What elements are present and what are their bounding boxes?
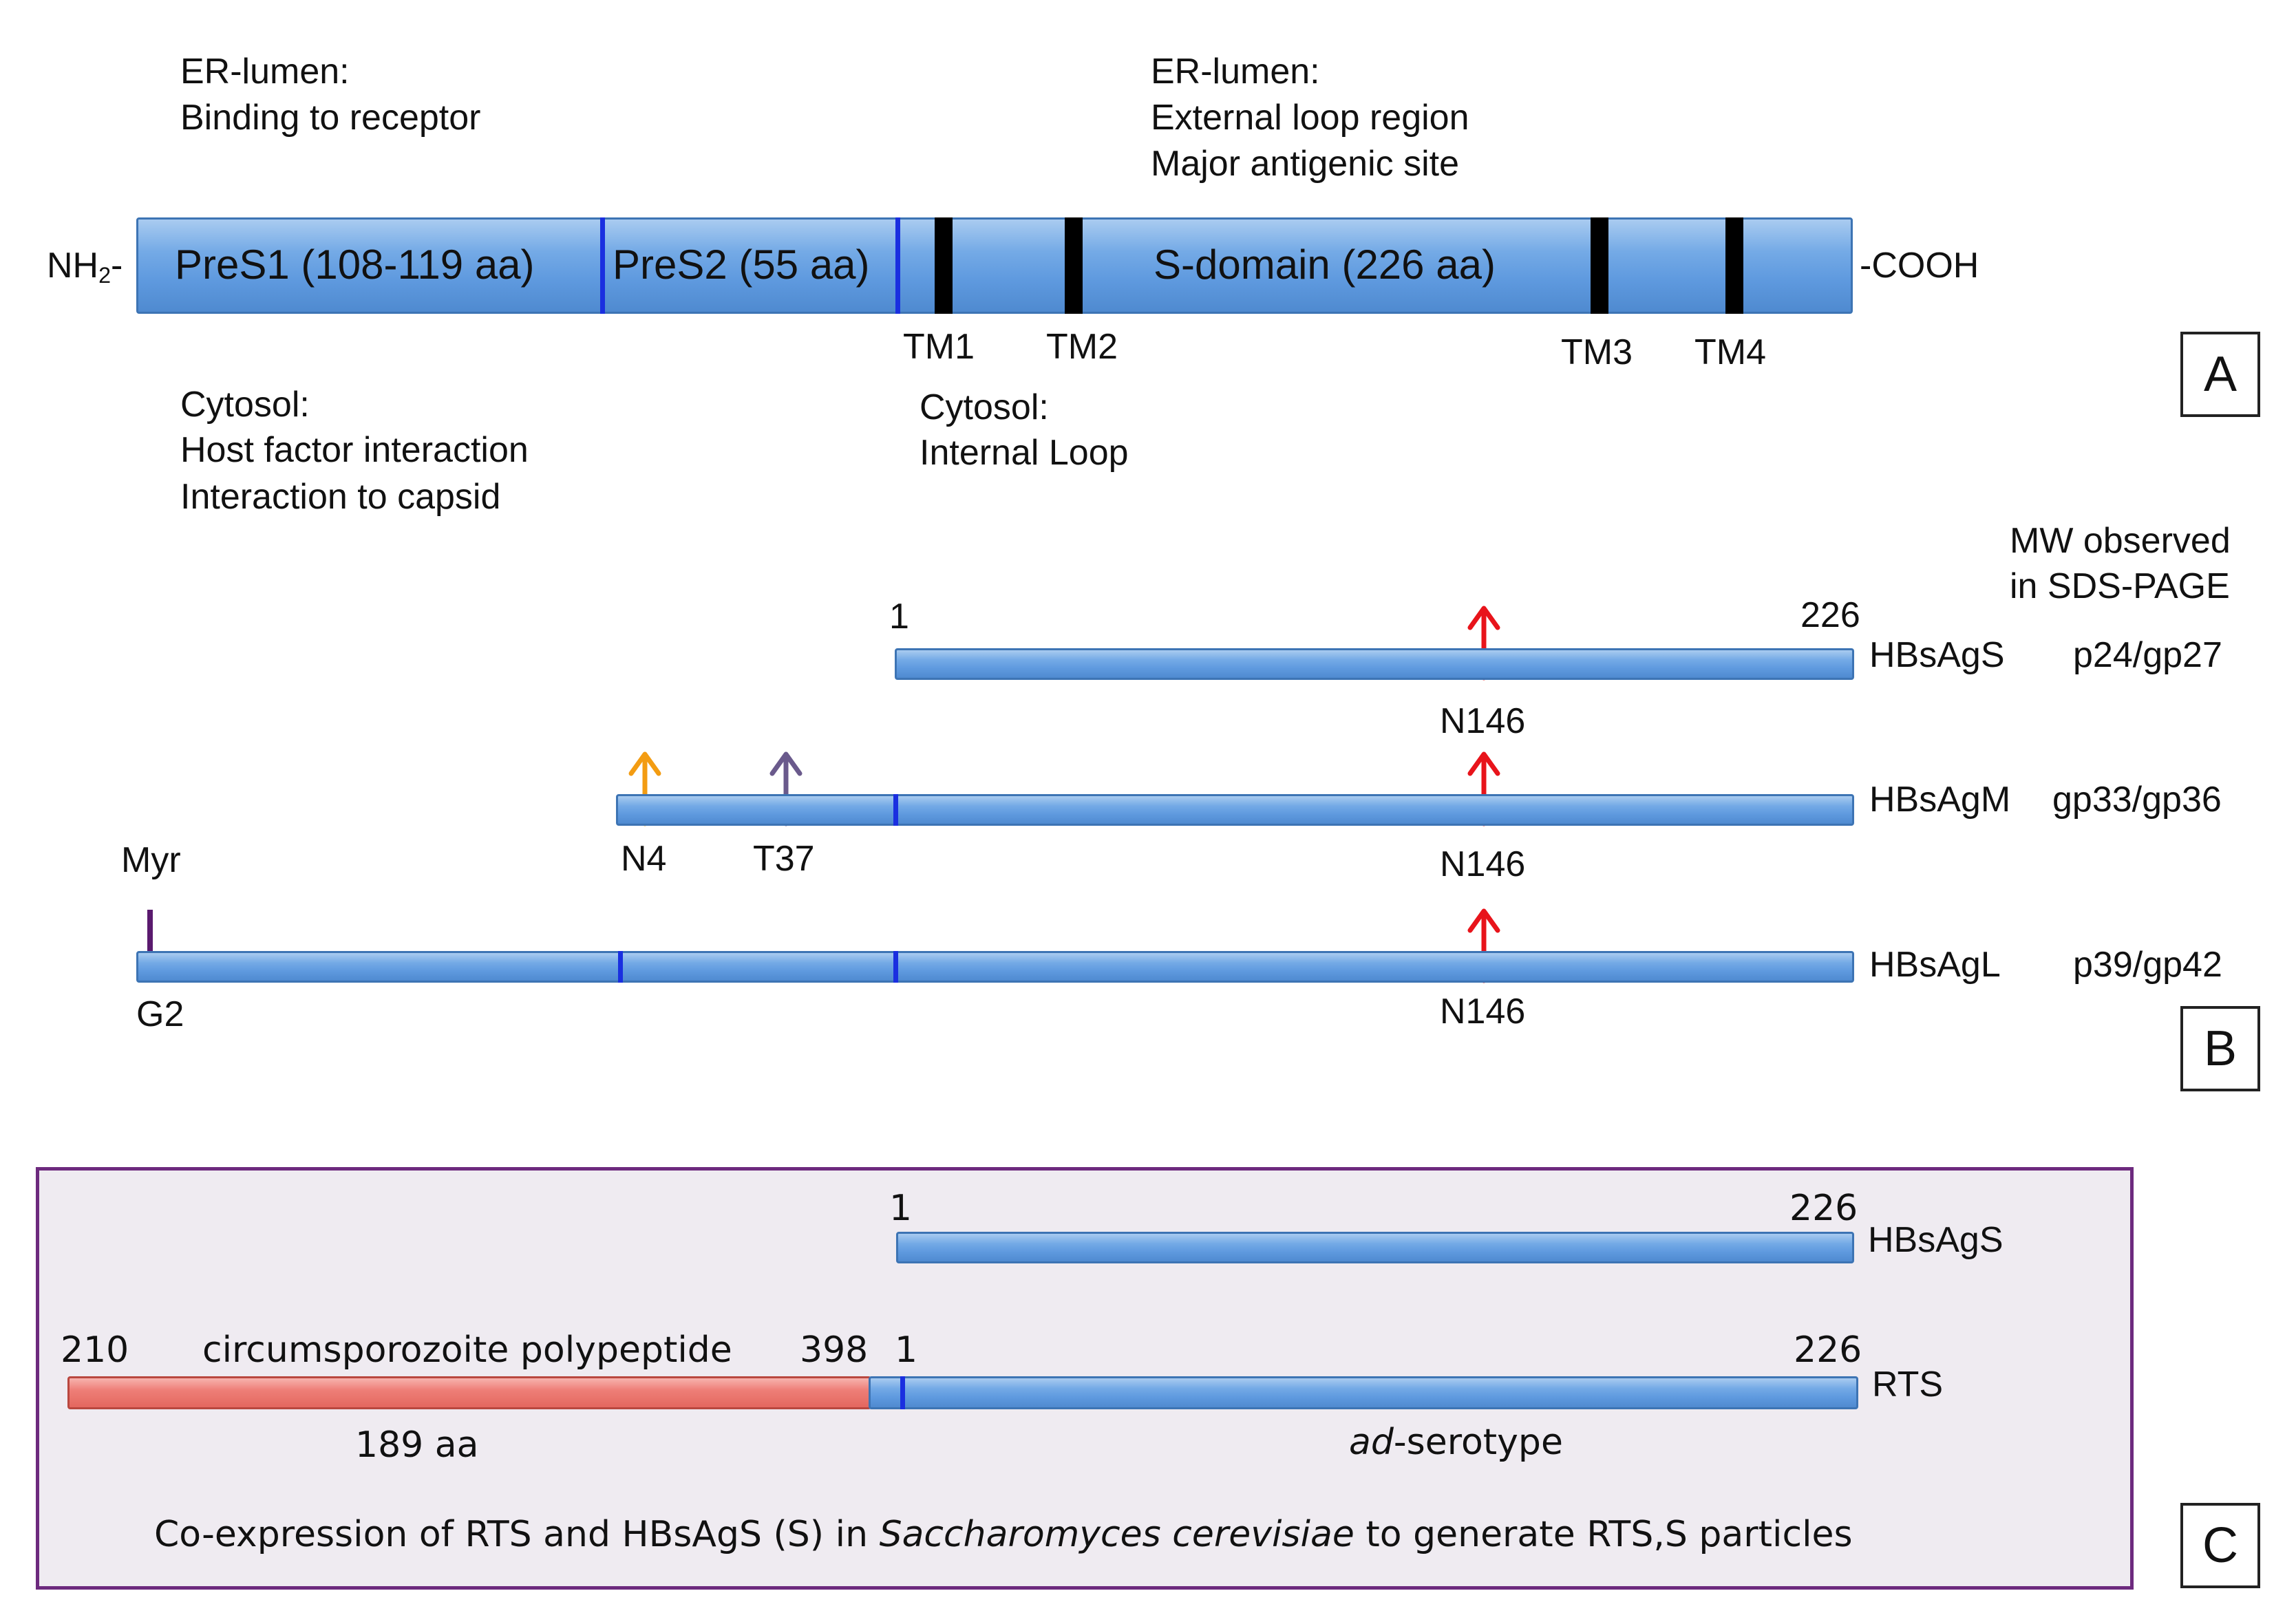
hbsagl-name: HBsAgL: [1869, 945, 2001, 985]
t37-label: T37: [753, 839, 815, 879]
cs-start-label: 210: [61, 1329, 129, 1371]
er-lumen-right-line1: ER-lumen:: [1151, 52, 1320, 92]
tm4-segment: [1725, 217, 1743, 314]
hbsags-c-start: 1: [889, 1188, 913, 1229]
er-lumen-right-line3: Major antigenic site: [1151, 144, 1459, 184]
tm1-segment: [935, 217, 953, 314]
tm2-label: TM2: [1046, 327, 1118, 367]
domain-s: S-domain (226 aa): [1154, 242, 1496, 288]
n146-label-s: N146: [1440, 701, 1526, 741]
nh2-label: NH2-: [47, 246, 123, 288]
domain-pres1: PreS1 (108-119 aa): [175, 242, 535, 288]
hbsagl-bar: [136, 951, 1854, 983]
cs-end-label: 398: [800, 1329, 869, 1371]
hbsags-start-label: 1: [889, 597, 909, 637]
panel-c-caption: Co-expression of RTS and HBsAgS (S) in S…: [154, 1514, 1853, 1555]
er-lumen-left-line1: ER-lumen:: [180, 52, 350, 92]
rts-s-start-label: 1: [895, 1329, 918, 1371]
panel-b-arrows: [147, 606, 1500, 983]
g2-label: G2: [136, 994, 184, 1034]
hbsags-c-bar: [896, 1232, 1854, 1263]
pres1-pres2-divider: [600, 217, 605, 314]
cs-polypeptide-label: circumsporozoite polypeptide: [202, 1329, 732, 1371]
mw-header-line2: in SDS-PAGE: [2010, 566, 2230, 606]
hbsags-end-label: 226: [1800, 595, 1860, 635]
hbsags-name: HBsAgS: [1869, 635, 2005, 675]
pres2-s-divider: [895, 217, 900, 314]
cytosol-right-line2: Internal Loop: [920, 433, 1129, 473]
tm3-segment: [1591, 217, 1608, 314]
cytosol-left-line3: Interaction to capsid: [180, 477, 501, 517]
hbsagm-name: HBsAgM: [1869, 780, 2011, 820]
hbsags-c-name: HBsAgS: [1868, 1220, 2004, 1260]
er-lumen-left-line2: Binding to receptor: [180, 98, 481, 138]
cytosol-left-line2: Host factor interaction: [180, 430, 529, 470]
myr-label: Myr: [121, 840, 181, 880]
hbsags-bar: [895, 648, 1854, 680]
hbsagl-divider-2: [893, 951, 898, 983]
rts-name: RTS: [1872, 1365, 1944, 1404]
hbsagm-divider: [893, 794, 898, 826]
panel-letter-b: B: [2180, 1006, 2260, 1091]
mw-header-line1: MW observed: [2010, 521, 2231, 561]
hbsagl-divider-1: [618, 951, 623, 983]
tm3-label: TM3: [1561, 332, 1633, 372]
er-lumen-right-line2: External loop region: [1151, 98, 1469, 138]
cs-polypeptide-bar: [67, 1376, 871, 1409]
domain-pres2: PreS2 (55 aa): [613, 242, 870, 288]
cooh-label: -COOH: [1860, 246, 1979, 286]
tm4-label: TM4: [1694, 332, 1766, 372]
tm2-segment: [1065, 217, 1083, 314]
panel-letter-a: A: [2180, 332, 2260, 417]
hbsagm-bar: [616, 794, 1854, 826]
hbsags-mw: p24/gp27: [2073, 635, 2222, 675]
hbsagm-mw: gp33/gp36: [2052, 780, 2222, 820]
n146-label-m: N146: [1440, 844, 1526, 884]
cs-length-label: 189 aa: [355, 1424, 479, 1466]
rts-s-bar: [869, 1376, 1858, 1409]
serotype-label: ad-serotype: [1349, 1422, 1563, 1463]
hbsags-c-end: 226: [1789, 1188, 1858, 1229]
panel-letter-c: C: [2180, 1503, 2260, 1588]
cytosol-right-line1: Cytosol:: [920, 387, 1049, 427]
n146-label-l: N146: [1440, 992, 1526, 1032]
protein-domain-bar: [136, 217, 1853, 314]
n4-label: N4: [621, 839, 667, 879]
rts-divider: [900, 1376, 905, 1409]
rts-end-label: 226: [1794, 1329, 1862, 1371]
hbsagl-mw: p39/gp42: [2073, 945, 2222, 985]
cytosol-left-line1: Cytosol:: [180, 385, 310, 425]
tm1-label: TM1: [903, 327, 975, 367]
